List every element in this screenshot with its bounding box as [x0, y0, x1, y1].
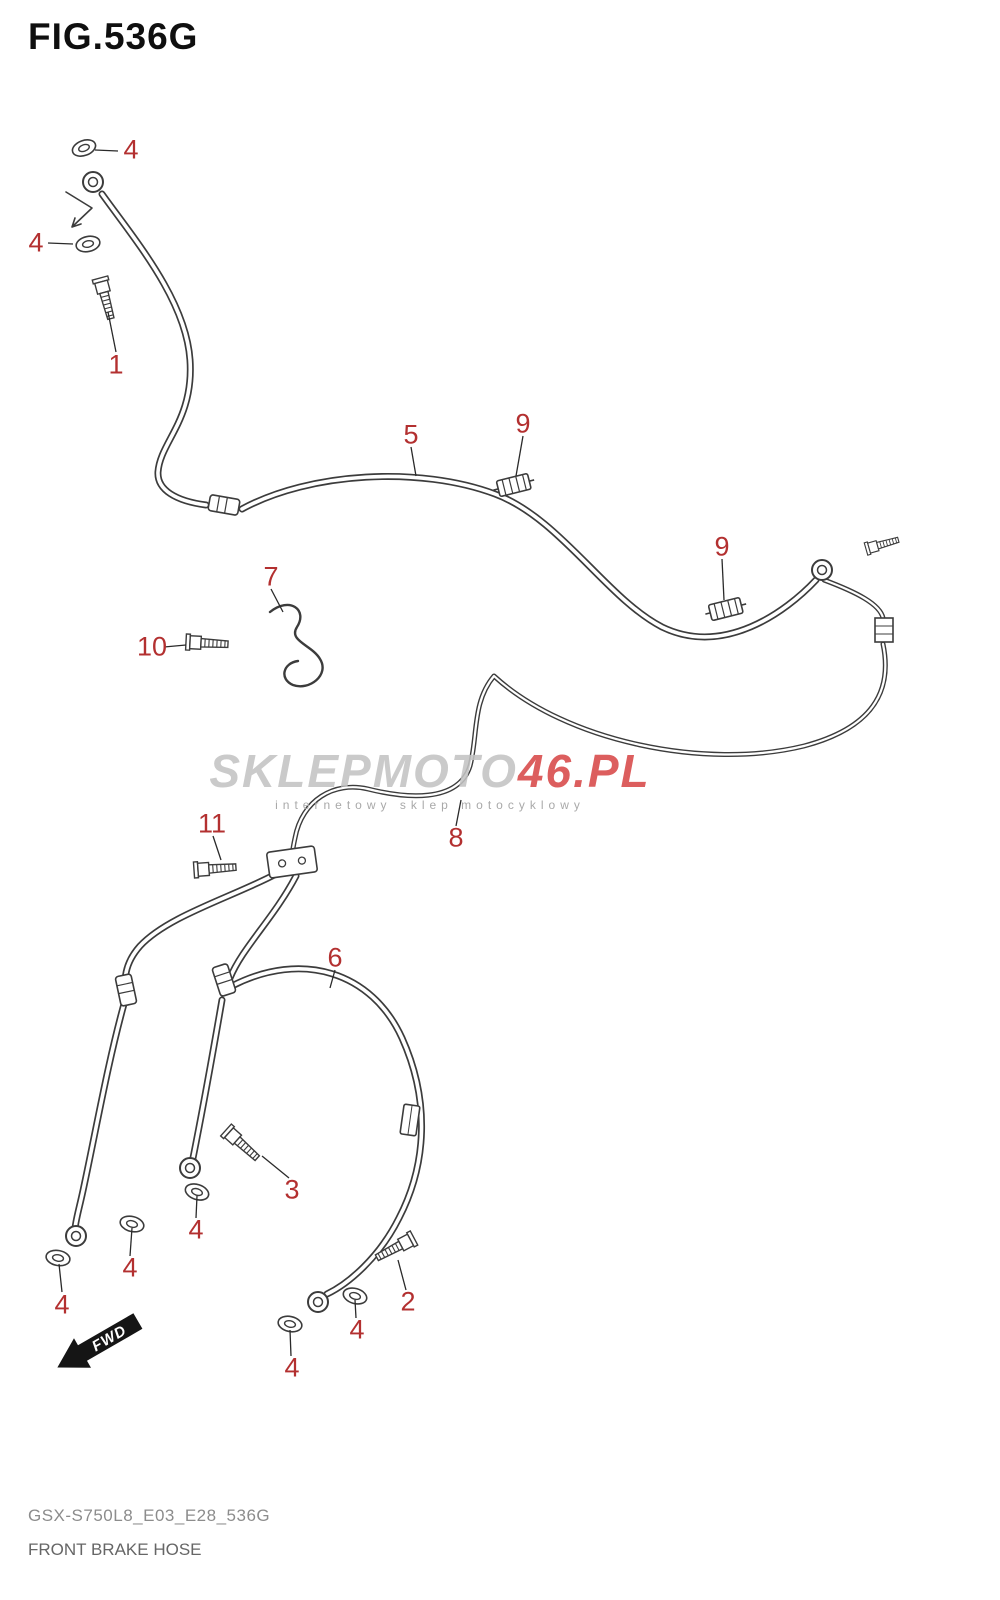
zigzag-arrow [65, 191, 93, 228]
fwd-label: FWD [89, 1322, 130, 1355]
hose-fitting [207, 493, 241, 517]
callout-5: 5 [403, 419, 419, 450]
callout-4-e: 4 [54, 1289, 70, 1320]
washer [69, 136, 99, 160]
washer [73, 233, 103, 255]
callout-4-c: 4 [188, 1214, 204, 1245]
hose-clamp [399, 1103, 421, 1137]
leader-lines [47, 149, 725, 1357]
callout-4-g: 4 [284, 1352, 300, 1383]
bolt-3 [219, 1123, 264, 1165]
callout-4-b: 4 [28, 227, 44, 258]
callout-4-f: 4 [349, 1314, 365, 1345]
callout-2: 2 [400, 1286, 416, 1317]
stud-bolt [863, 533, 901, 556]
front-brake-hose-assembly: FWD [44, 136, 901, 1368]
banjo-eye [82, 171, 104, 193]
hex-fitting [874, 617, 894, 643]
figure-title: FIG.536G [28, 16, 199, 57]
banjo-eye [65, 1225, 87, 1247]
bolt-10 [184, 633, 230, 653]
hose-clip [702, 595, 749, 623]
hose-bracket [268, 603, 324, 688]
callout-11: 11 [197, 808, 227, 839]
callout-10: 10 [136, 631, 168, 662]
callout-7: 7 [263, 561, 279, 592]
callout-9-a: 9 [515, 408, 531, 439]
washer [44, 1247, 72, 1269]
banjo-eye [811, 559, 833, 581]
banjo-eye [307, 1291, 329, 1313]
callout-4-d: 4 [122, 1252, 138, 1283]
hose-fitting [114, 972, 138, 1008]
model-code: GSX-S750L8_E03_E28_536G [28, 1506, 271, 1525]
figure-caption: FRONT BRAKE HOSE [28, 1540, 202, 1559]
callout-3: 3 [284, 1174, 300, 1205]
callout-9-b: 9 [714, 531, 730, 562]
callout-6: 6 [327, 942, 343, 973]
callout-8: 8 [448, 822, 464, 853]
banjo-eye [179, 1157, 201, 1179]
bolt-11 [192, 858, 238, 879]
callout-4-a: 4 [123, 134, 139, 165]
callout-1: 1 [108, 349, 124, 380]
banjo-bolt-1 [91, 275, 120, 322]
junction-block [266, 845, 318, 879]
